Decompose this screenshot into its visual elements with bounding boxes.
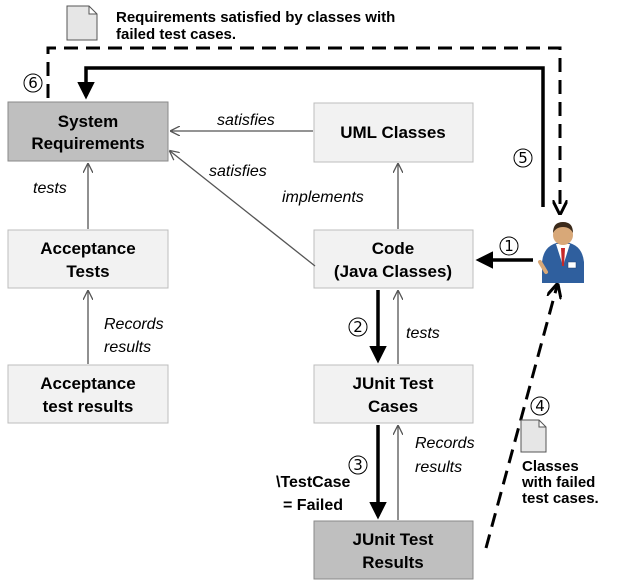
step-marker-5: 5 (513, 148, 533, 168)
label-satisfies-code: satisfies (209, 163, 267, 180)
junit-cases-label-2: Cases (368, 397, 418, 416)
right-note: Classes with failed test cases. (520, 419, 599, 507)
label-records-junit-1: Records (415, 435, 475, 452)
user-person-icon (538, 222, 584, 283)
step-marker-3: 3 (348, 455, 368, 475)
system-requirements-label-2: Requirements (31, 134, 144, 153)
acceptance-tests-box: Acceptance Tests (7, 229, 169, 289)
label-tests-junit: tests (406, 325, 440, 342)
step-marker-6: 6 (23, 73, 43, 93)
right-note-line1: Classes (522, 458, 579, 475)
label-satisfies-uml: satisfies (217, 112, 275, 129)
junit-results-label-1: JUnit Test (353, 530, 434, 549)
step-marker-2: 2 (348, 317, 368, 337)
arrow-code-satisfies (170, 151, 316, 267)
step-4-text: 4 (535, 397, 545, 415)
label-records-acceptance-1: Records (104, 316, 164, 333)
label-testcase-failed-2: = Failed (283, 497, 343, 514)
acceptance-tests-label-2: Tests (66, 262, 109, 281)
label-records-junit-2: results (415, 459, 462, 476)
code-label-2: (Java Classes) (334, 262, 452, 281)
label-testcase-failed-1: \TestCase (276, 474, 351, 491)
step-2-text: 2 (353, 318, 363, 336)
label-implements: implements (282, 189, 364, 206)
uml-classes-box: UML Classes (313, 102, 474, 163)
dashed-arrow-4 (484, 286, 557, 549)
code-label-1: Code (372, 239, 415, 258)
junit-results-box: JUnit Test Results (313, 520, 474, 580)
uml-classes-label: UML Classes (340, 123, 446, 142)
label-records-acceptance-2: results (104, 339, 151, 356)
step-1-text: 1 (504, 237, 514, 255)
bold-arrow-5 (77, 66, 545, 207)
document-icon (520, 419, 547, 453)
step-marker-1: 1 (499, 236, 519, 256)
acceptance-results-label-1: Acceptance (40, 374, 135, 393)
acceptance-results-box: Acceptance test results (7, 364, 169, 424)
right-note-line2: with failed (521, 474, 595, 491)
step-5-text: 5 (518, 149, 528, 167)
label-tests-acceptance: tests (33, 180, 67, 197)
step-marker-4: 4 (530, 396, 550, 416)
system-requirements-label-1: System (58, 112, 118, 131)
code-box: Code (Java Classes) (313, 229, 474, 289)
top-note-line1: Requirements satisfied by classes with (116, 9, 395, 26)
junit-results-label-2: Results (362, 553, 423, 572)
junit-cases-box: JUnit Test Cases (313, 364, 474, 424)
acceptance-results-label-2: test results (43, 397, 134, 416)
document-icon (66, 5, 98, 41)
top-note-line2: failed test cases. (116, 26, 236, 43)
dashed-arrow-6 (46, 46, 560, 212)
junit-cases-label-1: JUnit Test (353, 374, 434, 393)
acceptance-tests-label-1: Acceptance (40, 239, 135, 258)
top-note: Requirements satisfied by classes with f… (66, 5, 395, 43)
right-note-line3: test cases. (522, 490, 599, 507)
step-3-text: 3 (353, 456, 363, 474)
system-requirements-box: System Requirements (7, 101, 169, 162)
step-6-text: 6 (28, 74, 38, 92)
